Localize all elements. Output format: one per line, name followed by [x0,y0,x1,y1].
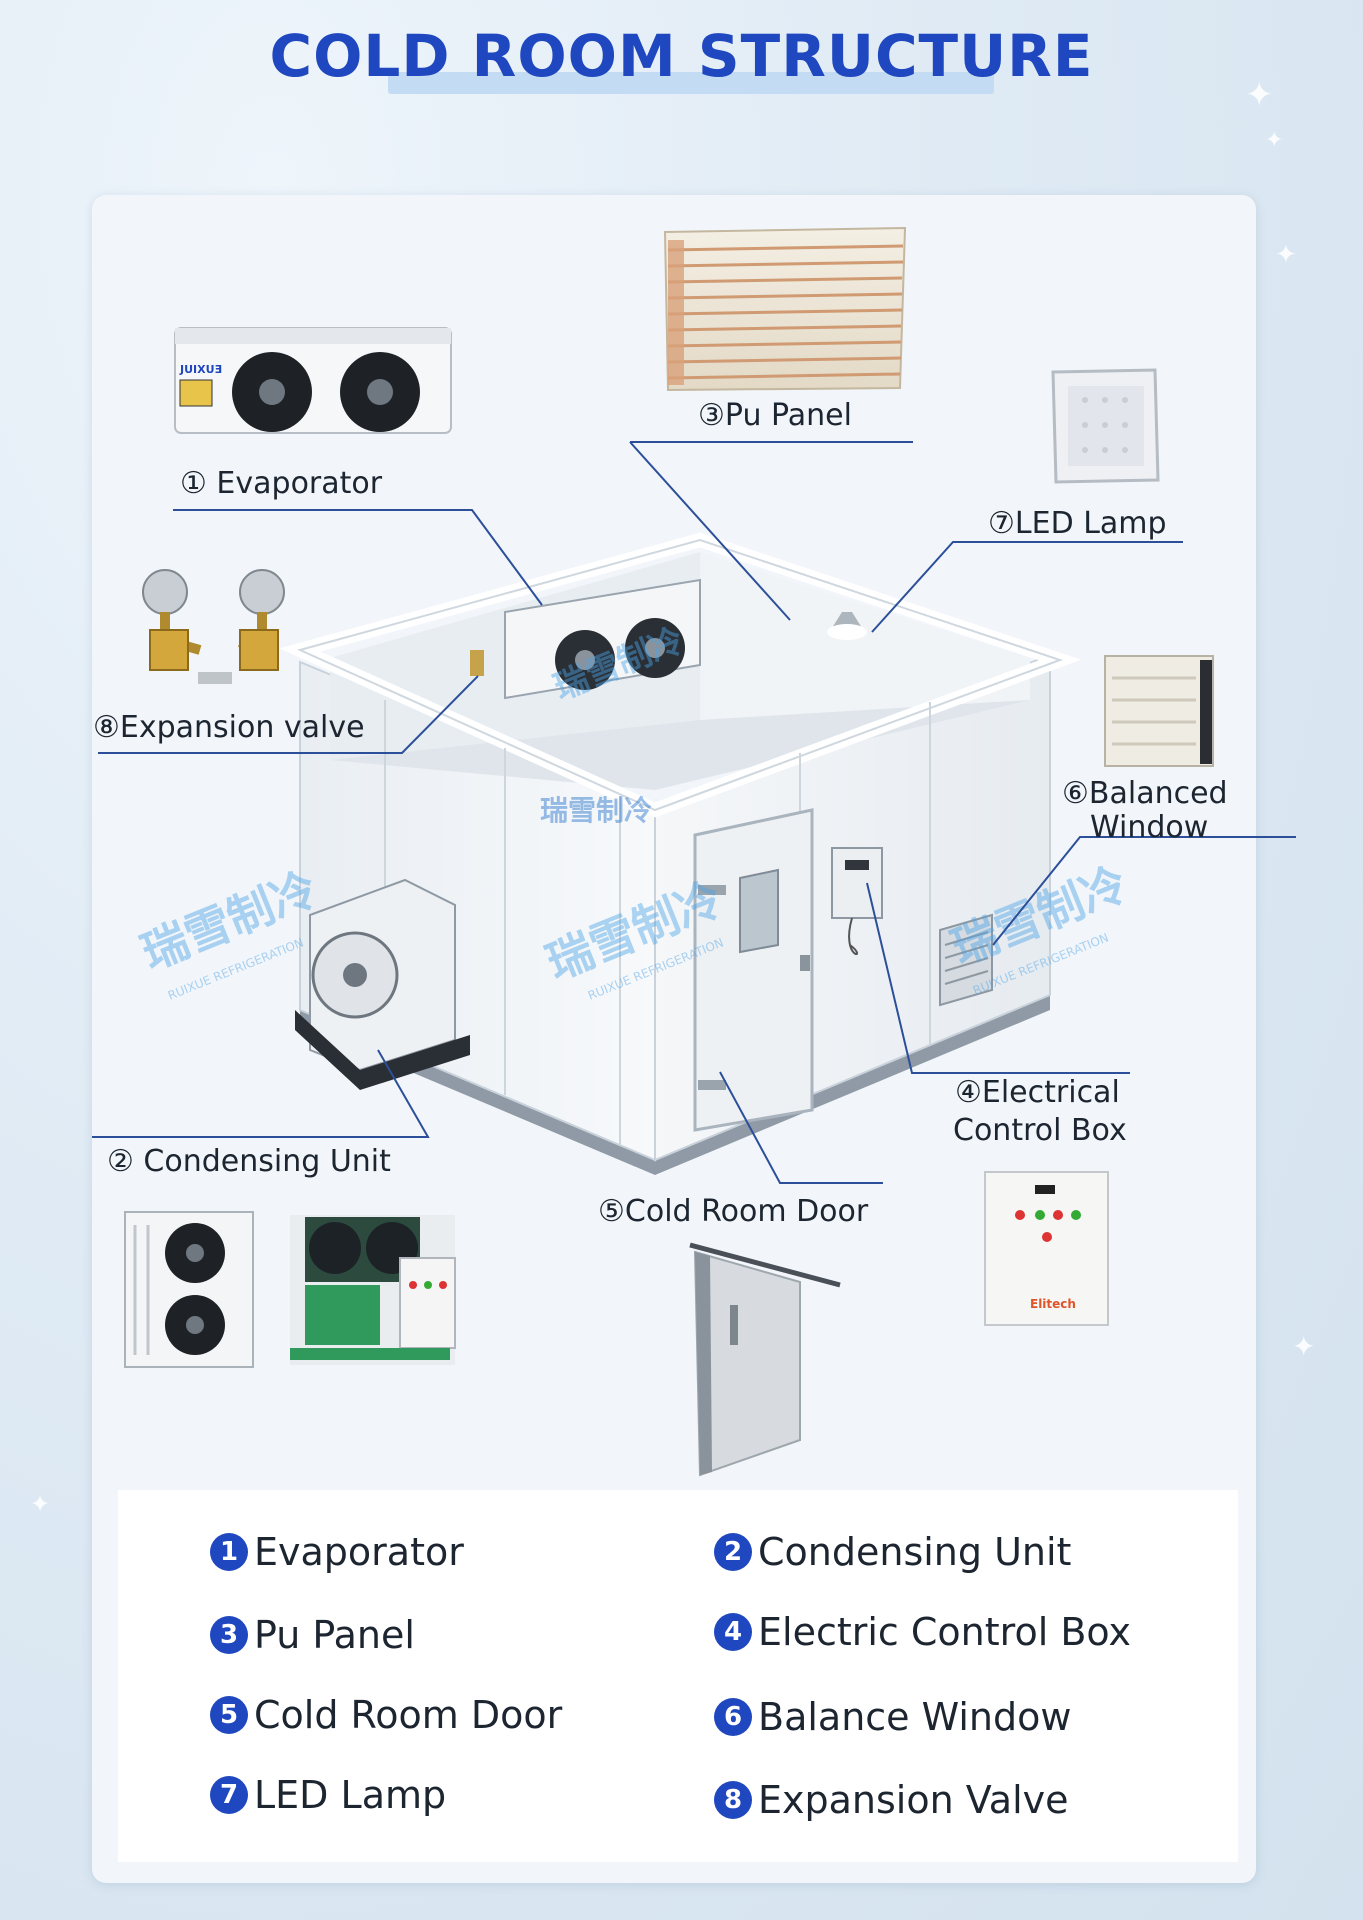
legend-label: Electric Control Box [758,1610,1131,1654]
number-badge: 4 [714,1613,752,1651]
balanced-window-callout-line2: Window [1090,810,1209,845]
title-highlight [388,72,994,94]
electrical-box-callout-line2: Control Box [953,1113,1127,1148]
legend-label: Expansion Valve [758,1778,1069,1822]
sparkle-icon: ✦ [1245,75,1274,115]
sparkle-icon: ✦ [30,1490,51,1518]
cold-room-door-photo [689,1242,841,1477]
legend-item-cold-room-door: 5 Cold Room Door [210,1693,562,1737]
pu-panel-photo [663,226,907,392]
legend-item-expansion-valve: 8 Expansion Valve [714,1778,1069,1822]
legend-item-electric-control-box: 4 Electric Control Box [714,1610,1131,1654]
cold-room-door-callout: ⑤Cold Room Door [598,1194,869,1229]
evaporator-photo: JUIXUƎ [174,327,452,434]
number-badge: 8 [714,1781,752,1819]
electrical-box-callout-line1: ④Electrical [955,1075,1120,1110]
sparkle-icon: ✦ [1292,1330,1316,1363]
condensing-unit-photo [124,1211,254,1368]
legend-label: Condensing Unit [758,1530,1072,1574]
legend-label: Balance Window [758,1695,1072,1739]
legend-label: LED Lamp [254,1773,447,1817]
number-badge: 7 [210,1776,248,1814]
pu-panel-callout: ③Pu Panel [698,398,852,433]
number-badge: 5 [210,1696,248,1734]
watermark-brand: 瑞雪制冷 [134,861,325,980]
condensing-unit-open-photo [290,1215,456,1365]
legend-label: Evaporator [254,1530,464,1574]
expansion-valve-photo [142,569,285,684]
led-lamp-callout: ⑦LED Lamp [988,506,1167,541]
number-badge: 3 [210,1616,248,1654]
legend-item-pu-panel: 3 Pu Panel [210,1613,415,1657]
controller-brand-text: Elitech [1030,1297,1076,1311]
legend-box: 1 Evaporator 2 Condensing Unit 3 Pu Pane… [118,1490,1238,1862]
expansion-valve-callout: ⑧Expansion valve [93,710,365,745]
sparkle-icon: ✦ [1265,128,1284,153]
legend-label: Pu Panel [254,1613,415,1657]
sparkle-icon: ✦ [1275,240,1297,270]
evaporator-brand-text: JUIXUƎ [179,363,222,376]
led-lamp-photo [1051,368,1160,484]
number-badge: 2 [714,1533,752,1571]
legend-item-led-lamp: 7 LED Lamp [210,1773,446,1817]
watermark-brand: 瑞雪制冷 [540,794,652,827]
balanced-window-photo [1104,655,1214,767]
cold-room-body [279,532,1082,1175]
legend-item-condensing-unit: 2 Condensing Unit [714,1530,1071,1574]
condensing-unit-callout: ② Condensing Unit [107,1144,391,1179]
number-badge: 1 [210,1533,248,1571]
evaporator-callout: ① Evaporator [180,466,383,501]
leader-lines [92,441,1296,1184]
legend-label: Cold Room Door [254,1693,563,1737]
page-title: COLD ROOM STRUCTURE [269,22,1094,90]
number-badge: 6 [714,1698,752,1736]
balanced-window-callout-line1: ⑥Balanced [1062,776,1228,811]
legend-item-evaporator: 1 Evaporator [210,1530,464,1574]
electrical-control-box-photo: Elitech [984,1171,1109,1326]
legend-item-balance-window: 6 Balance Window [714,1695,1071,1739]
